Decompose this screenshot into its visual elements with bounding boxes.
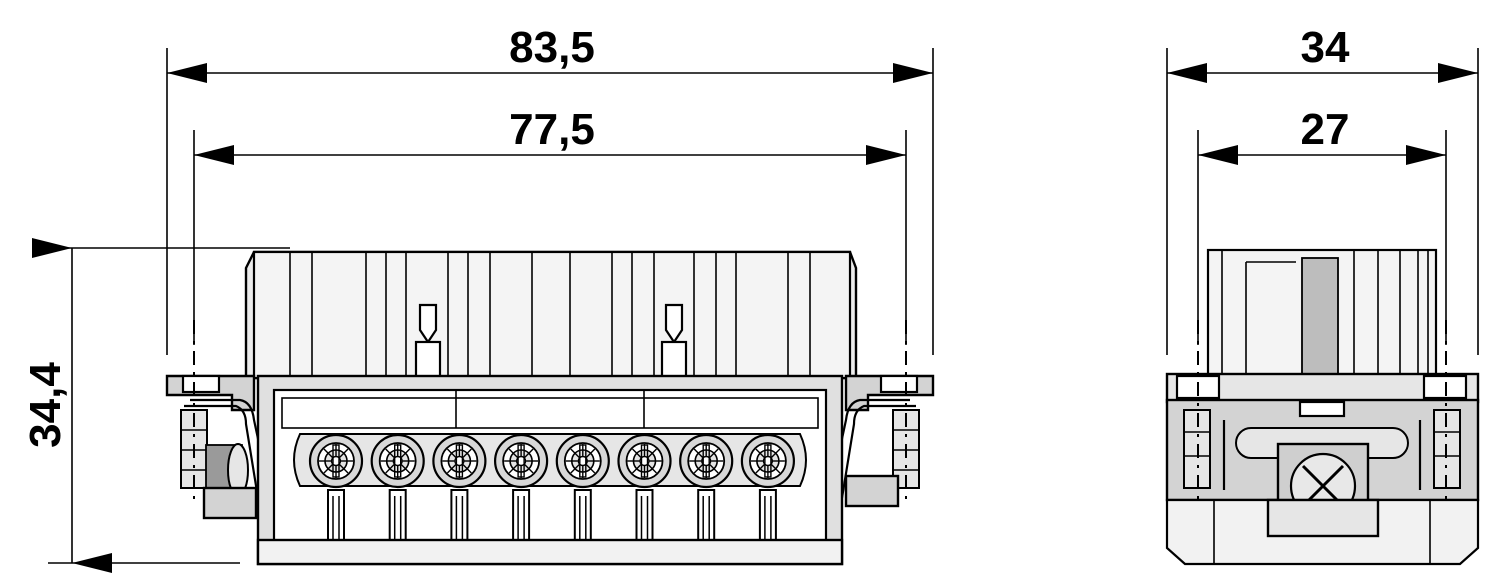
contact-terminal [679, 433, 734, 543]
coding-pin-left [414, 303, 442, 380]
front-dimensions: 83,5 77,5 34,4 [21, 23, 934, 573]
contact-terminal [555, 433, 610, 543]
dimension-overall-width-label: 83,5 [509, 23, 595, 72]
housing-ribs [289, 252, 811, 378]
contact-row [308, 433, 796, 543]
side-dimensions: 34 27 [1166, 23, 1479, 355]
contact-terminal [308, 433, 364, 543]
dimension-side-width-label: 34 [1301, 23, 1350, 72]
dimension-inner-width-label: 77,5 [509, 105, 595, 154]
contact-terminal [432, 433, 487, 543]
contact-terminal [740, 433, 796, 543]
contact-terminal [370, 433, 425, 543]
contact-terminal [617, 433, 672, 543]
front-view [165, 250, 935, 566]
dimension-height-label: 34,4 [21, 362, 70, 448]
coding-pin-right [660, 303, 688, 380]
contact-terminal [493, 433, 549, 543]
dimension-side-inner-width-label: 27 [1301, 105, 1350, 154]
side-view [1165, 248, 1480, 566]
